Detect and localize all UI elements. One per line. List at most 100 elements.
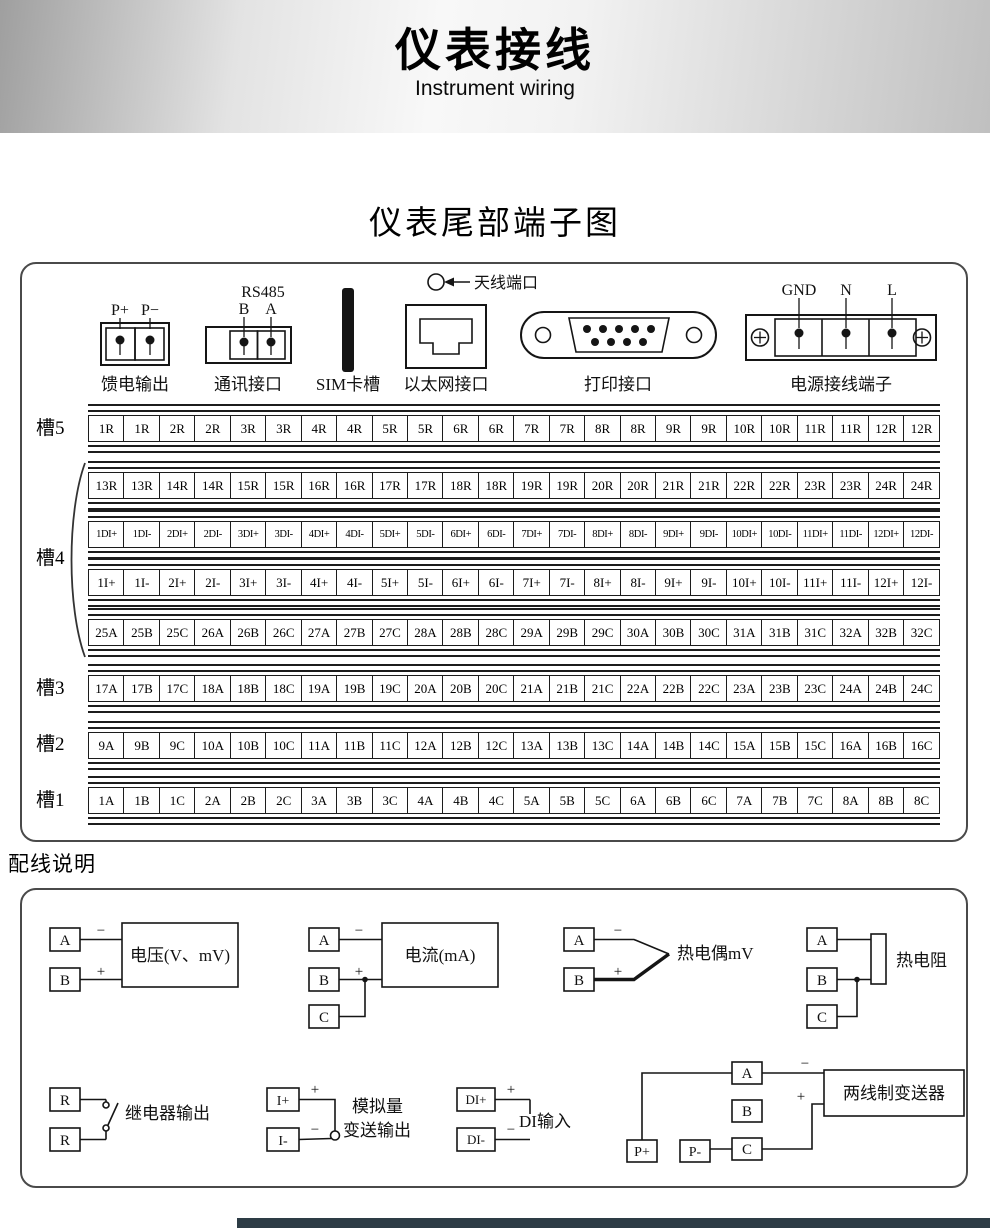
terminal-cell: 13R [123,472,161,499]
terminal-cell: 2I- [194,569,232,596]
terminal-cell: 3R [229,415,267,442]
terminal-cell: 11R [796,415,834,442]
terminal-cell: 23C [796,675,834,702]
polarity-sign: + [97,964,105,980]
terminal-box-label: B [817,973,827,989]
terminal-cell: 4I+ [300,569,338,596]
terminal-cell: 16B [867,732,905,759]
terminal-cell: 11I- [832,569,870,596]
wiring-analog-output: I+ I- + − 模拟量 变送输出 [266,1082,411,1152]
terminal-cell: 28A [406,619,444,646]
terminal-cell: 21C [584,675,622,702]
terminal-cell: 12DI+ [867,521,905,548]
polarity-sign: + [614,964,622,980]
terminal-cell: 20A [406,675,444,702]
terminal-cell: 10I+ [725,569,763,596]
terminal-box-label: A [319,933,330,949]
power-terminal-label: GND [782,282,817,299]
terminal-cell: 18B [229,675,267,702]
polarity-sign: − [614,923,622,939]
terminal-cell: 3I+ [229,569,267,596]
relay-contact-icon [102,1124,110,1132]
polarity-sign: − [355,923,363,939]
terminal-cell: 3C [371,787,409,814]
terminal-cell: 14B [655,732,692,759]
terminal-cell: 6B [655,787,692,814]
feed-terminal-label: P− [141,302,159,319]
page-title: 仪表接线 [395,24,595,76]
relay-label: 继电器输出 [125,1104,210,1123]
slot-label-1: 槽1 [36,790,65,811]
terminal-rail [88,445,940,453]
terminal-cell: 32C [903,619,940,646]
terminal-cell: 15R [229,472,267,499]
terminal-cell: 12C [477,732,515,759]
terminal-rail [88,664,940,672]
terminal-cell: 7A [725,787,763,814]
power-terminal-label: L [887,282,897,299]
terminal-cell: 15R [265,472,303,499]
terminal-cell: 15B [761,732,799,759]
terminal-cell: 10C [265,732,303,759]
terminal-rail [88,608,940,616]
terminal-cell: 19A [300,675,338,702]
analog-output-label-line1: 模拟量 [352,1097,403,1116]
wiring-di-input: DI+ DI- + − DI输入 [456,1082,571,1152]
terminal-cell: 11DI- [832,521,870,548]
terminal-cell: 10R [725,415,763,442]
terminal-cell: 4A [406,787,444,814]
power-terminal-label: N [840,282,852,299]
page-header: 仪表接线 Instrument wiring [0,0,990,133]
terminal-cell: 1A [88,787,125,814]
terminal-cell: 24A [832,675,870,702]
sim-slot: SIM卡槽 [316,288,380,394]
antenna-port-icon [427,273,445,291]
terminal-cell: 23B [761,675,799,702]
terminal-cell: 1I- [123,569,161,596]
terminal-cell: 2B [229,787,267,814]
rtd-label: 热电阻 [896,951,947,970]
terminal-cell: 10DI- [761,521,799,548]
terminal-cell: 4B [442,787,480,814]
rear-connectors-diagram: P+ P− 馈电输出 RS485 B A [100,273,937,394]
terminal-cell: 8B [867,787,905,814]
terminal-cell: 18R [477,472,515,499]
terminal-cell: 5B [548,787,586,814]
slot-label-3: 槽3 [36,678,65,699]
wiring-diagrams: A B − + 电压(V、mV) A B C [49,922,965,1163]
terminal-cell: 11R [832,415,870,442]
terminal-rail [88,502,940,510]
terminal-cell: 8I+ [584,569,622,596]
terminal-cell: 10B [229,732,267,759]
resistor-icon [870,933,887,985]
terminal-cell: 10DI+ [725,521,763,548]
terminal-cell: 12R [903,415,940,442]
terminal-cell: 6C [690,787,728,814]
terminal-cell: 1C [158,787,196,814]
terminal-cell: 1B [123,787,161,814]
printer-caption: 打印接口 [584,375,652,394]
terminal-cell: 12R [867,415,905,442]
comm-terminal-label: B [239,301,250,318]
feed-output-caption: 馈电输出 [101,375,169,394]
terminal-cell: 18C [265,675,303,702]
sim-slot-icon [342,288,354,372]
terminal-cell: 4C [477,787,515,814]
terminal-cell: 28C [477,619,515,646]
terminal-box-label: A [742,1066,753,1082]
terminal-cell: 6DI+ [442,521,480,548]
terminal-box-label: C [319,1010,329,1026]
terminal-box-label: A [817,933,828,949]
wiring-transmitter: A B C − + 两线制变送器 P+ P- [626,1056,965,1163]
power-caption: 电源接线端子 [790,375,892,394]
terminal-cell: 13R [88,472,125,499]
polarity-sign: − [311,1122,319,1138]
ethernet-port: 以太网接口 [404,304,489,394]
terminal-cell: 12I+ [867,569,905,596]
terminal-box-label: DI+ [465,1092,486,1107]
terminal-cell: 13B [548,732,586,759]
